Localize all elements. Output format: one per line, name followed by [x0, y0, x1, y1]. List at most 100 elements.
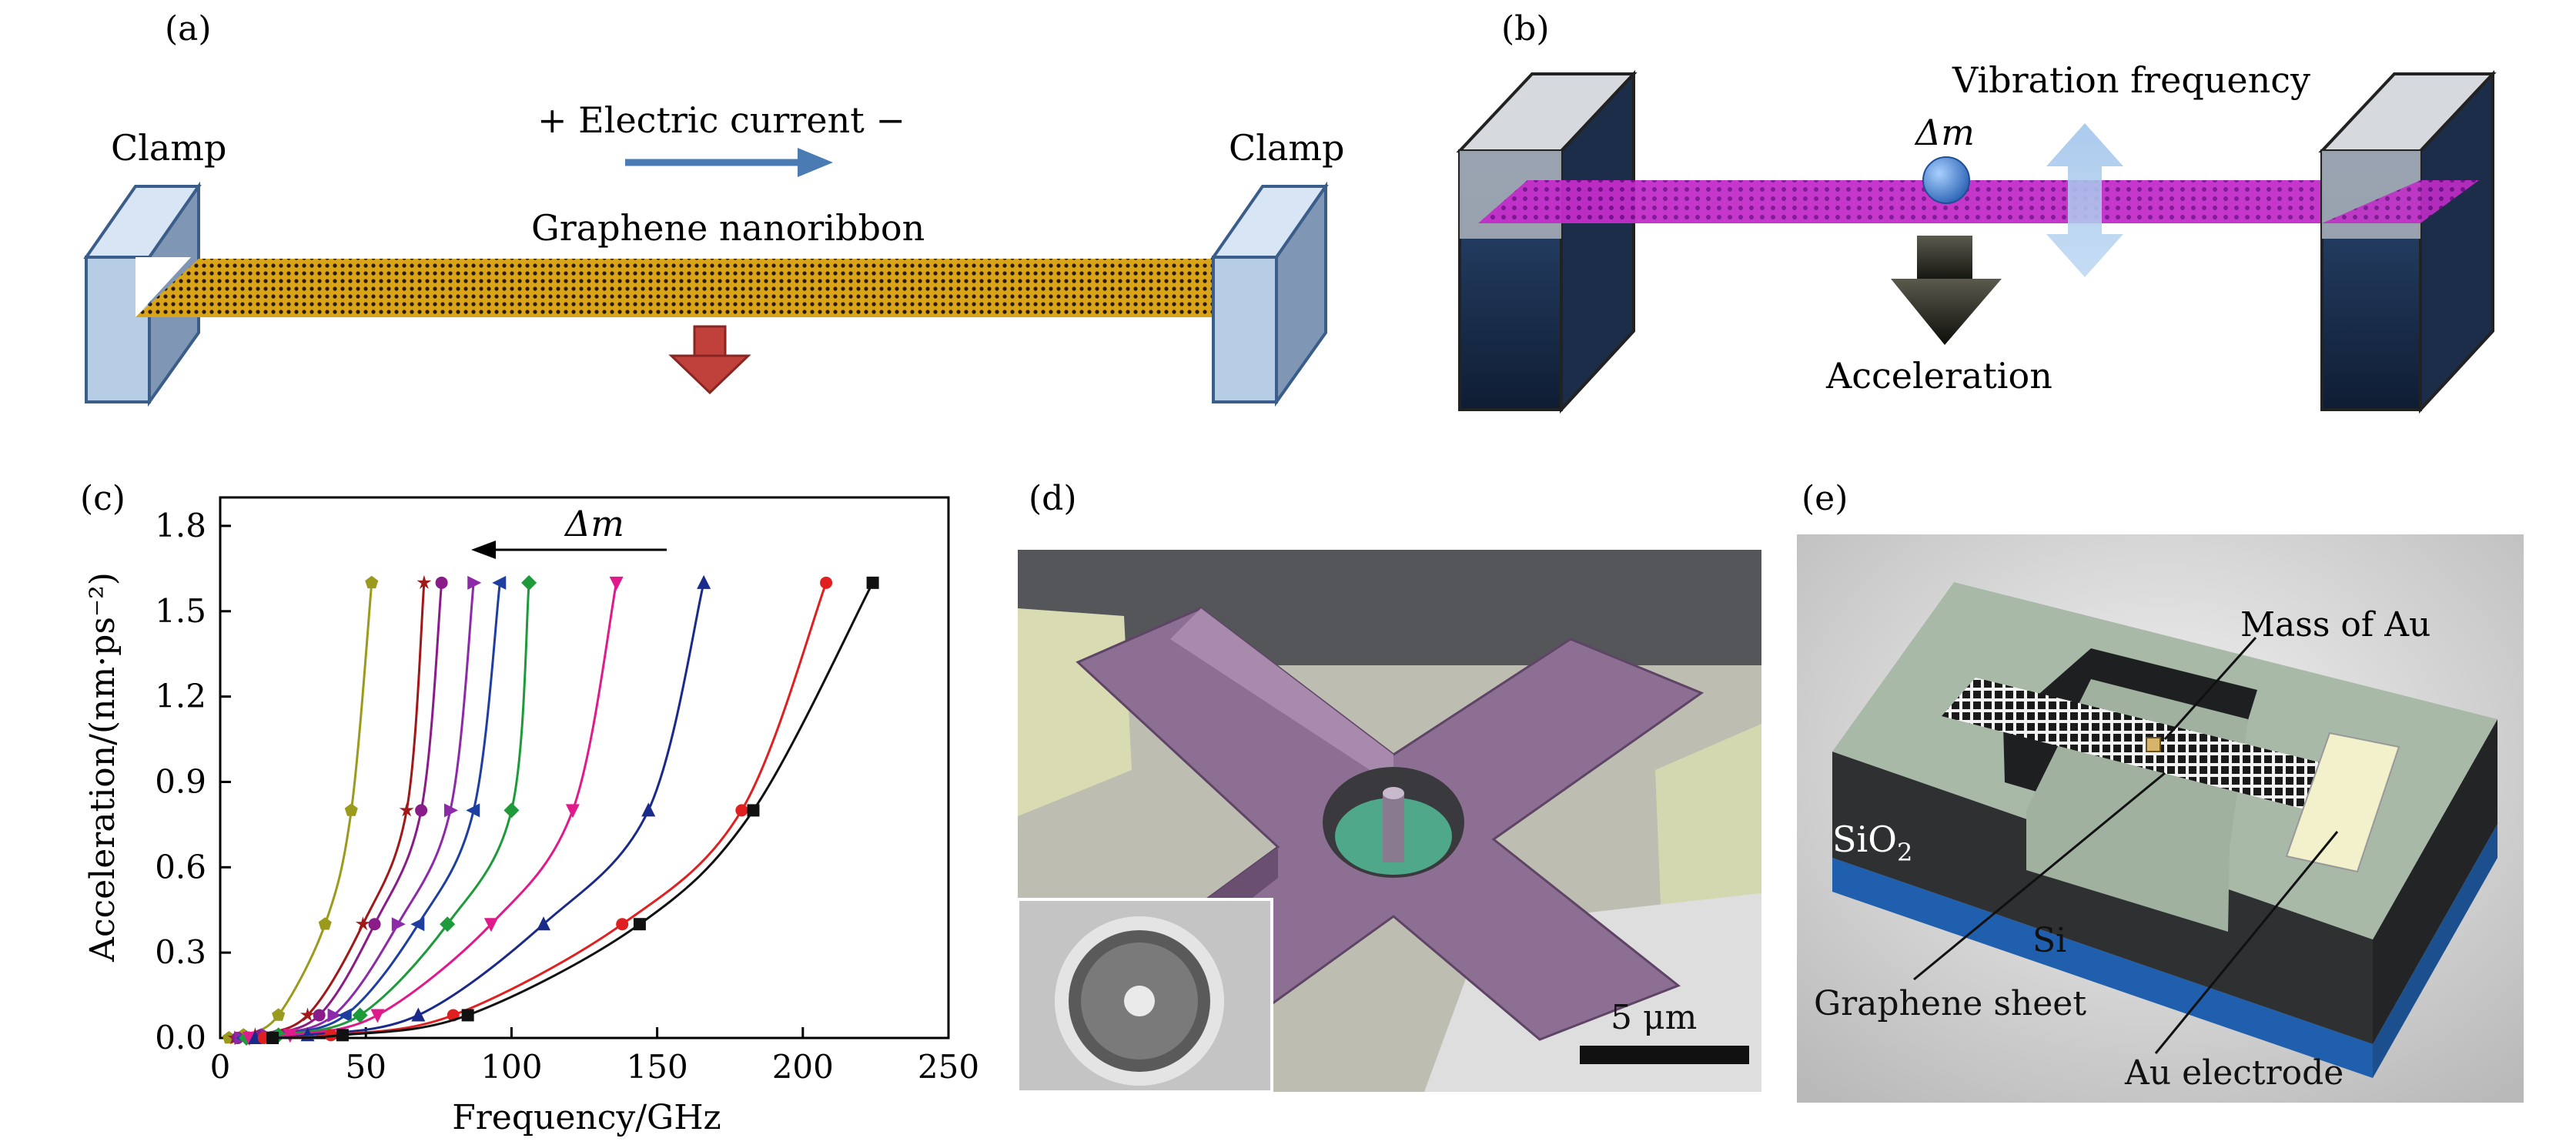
data-point-marker [537, 916, 551, 931]
acceleration-label-b: Acceleration [1825, 355, 2052, 397]
data-point-marker [313, 1009, 326, 1022]
si-layer [1832, 858, 2373, 1078]
data-point-marker [503, 802, 520, 819]
series-group [222, 574, 879, 1046]
data-point-marker [820, 576, 833, 589]
data-point-marker [337, 1008, 352, 1023]
data-point-marker [609, 576, 624, 591]
data-point-marker [399, 802, 414, 817]
graphene-sheet-e [1942, 678, 2382, 819]
y-tick-label: 0.0 [155, 1019, 206, 1056]
data-point-marker [327, 1008, 342, 1023]
si-label: Si [2032, 921, 2066, 960]
au-mass [2146, 737, 2161, 752]
electric-current-label: + Electric current − [537, 99, 905, 141]
vibration-arrow [2046, 123, 2123, 277]
series-6 [239, 574, 537, 1046]
data-point-marker [352, 1007, 368, 1023]
panel-b: (b) Δm Vibration frequency [1456, 9, 2497, 414]
y-tick-label: 1.5 [155, 592, 206, 630]
x-tick-label: 50 [345, 1048, 386, 1086]
right-support-block [2318, 69, 2497, 414]
data-point-marker [391, 917, 406, 932]
data-point-marker [417, 574, 432, 589]
panel-b-label: (b) [1501, 9, 1550, 49]
series-line [249, 582, 618, 1040]
data-point-marker [697, 574, 711, 589]
data-point-marker [521, 574, 537, 591]
data-point-marker [616, 918, 629, 931]
series-10 [266, 576, 879, 1044]
sio2-front [1832, 752, 2373, 1044]
data-point-marker [336, 1029, 349, 1042]
x-tick-label: 0 [210, 1048, 231, 1086]
graphene-nanoribbon [135, 259, 1218, 317]
data-point-marker [641, 802, 656, 817]
data-point-marker [866, 576, 879, 589]
panel-e-label: (e) [1802, 479, 1848, 518]
data-point-marker [565, 804, 580, 819]
data-point-marker [466, 803, 480, 818]
data-point-marker [355, 916, 370, 931]
series-5 [236, 575, 507, 1045]
data-point-marker [483, 918, 498, 932]
data-point-marker [318, 917, 332, 930]
x-tick-label: 100 [480, 1048, 542, 1086]
series-9 [257, 576, 833, 1044]
x-tick-label: 150 [627, 1048, 688, 1086]
series-2 [227, 574, 432, 1045]
data-point-marker [344, 803, 358, 816]
data-point-marker [410, 917, 425, 932]
y-axis-label: Acceleration/(nm·ps⁻²) [83, 572, 122, 963]
panel-a: (a) Clamp Clamp + Electric current − [83, 9, 1344, 407]
data-point-marker [415, 804, 428, 817]
clamp-left-label: Clamp [111, 127, 226, 169]
acceleration-arrow [1891, 236, 2002, 345]
data-point-marker [411, 1007, 426, 1022]
data-point-marker [368, 918, 381, 931]
plot-frame [219, 496, 950, 1040]
sio2-label: SiO2 [1832, 819, 1912, 867]
scale-bar-label: 5 μm [1611, 998, 1697, 1037]
series-1 [222, 575, 379, 1044]
right-clamp [1210, 181, 1329, 407]
data-point-marker [370, 1009, 385, 1023]
data-point-marker [300, 1007, 315, 1022]
data-point-marker [443, 803, 458, 818]
x-tick-label: 250 [918, 1048, 979, 1086]
current-arrow [625, 148, 833, 177]
series-line [255, 582, 705, 1040]
series-7 [242, 576, 624, 1046]
y-axis-ticks: 0.00.30.60.91.21.51.8 [155, 507, 231, 1056]
data-point-marker [435, 576, 448, 589]
y-tick-label: 0.3 [155, 933, 206, 971]
panel-e: (e) Mass of Au SiO2 Si Graphene sheet Au… [1797, 479, 2524, 1103]
graphene-sheet-label: Graphene sheet [1814, 984, 2086, 1023]
dm-annotation-label: Δm [564, 503, 624, 544]
y-tick-label: 1.8 [155, 507, 206, 544]
panel-d: (d) [1016, 479, 1761, 1093]
mass-ball [1922, 156, 1970, 204]
data-point-marker [747, 804, 760, 817]
panel-c-label: (c) [80, 479, 125, 518]
data-point-marker [467, 575, 482, 590]
x-axis-ticks: 0 50 100 150 200 250 [210, 1027, 979, 1086]
panel-d-label: (d) [1029, 479, 1077, 518]
data-point-marker [633, 918, 646, 931]
clamp-right-label: Clamp [1229, 127, 1344, 169]
au-electrode-label: Au electrode [2124, 1053, 2343, 1093]
series-line [273, 582, 874, 1040]
data-point-marker [365, 575, 379, 589]
sem-image: 5 μm [1016, 550, 1761, 1093]
series-3 [231, 576, 448, 1044]
series-line [234, 582, 426, 1040]
data-point-marker [266, 1032, 279, 1044]
data-point-marker [461, 1009, 474, 1022]
au-electrode [2285, 732, 2400, 873]
scale-bar [1580, 1046, 1749, 1064]
y-tick-label: 0.6 [155, 848, 206, 886]
data-point-marker [735, 804, 748, 817]
series-4 [234, 575, 482, 1045]
x-tick-label: 200 [772, 1048, 834, 1086]
